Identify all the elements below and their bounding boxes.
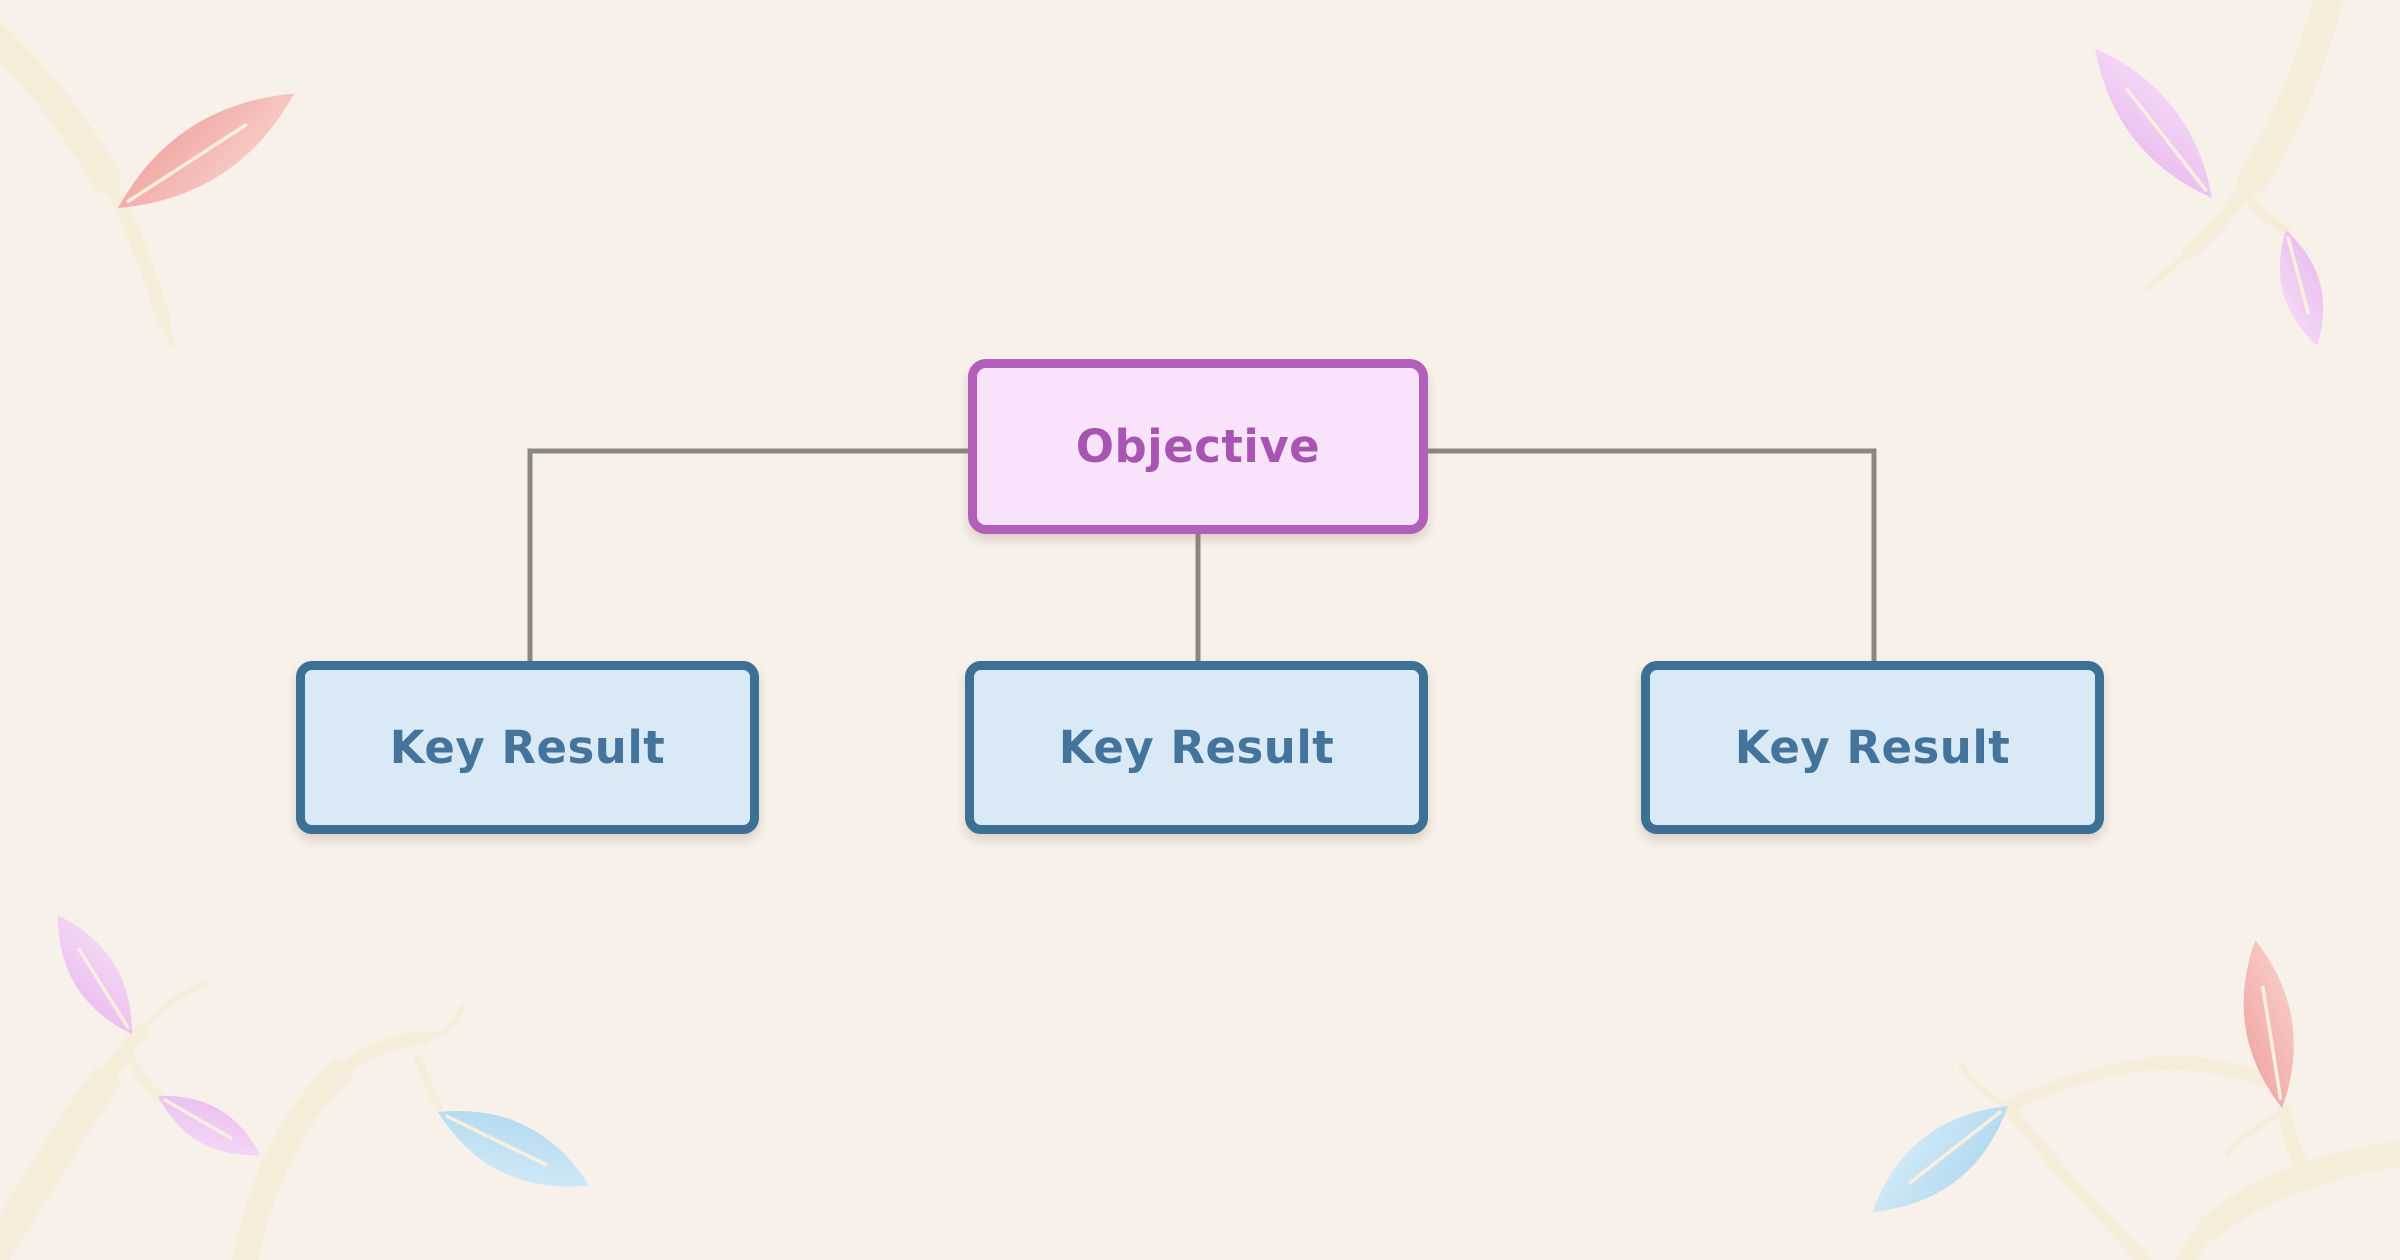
branch-bottom-center-icon <box>231 1005 465 1260</box>
key-result-node-1-label: Key Result <box>389 721 666 774</box>
leaf-lilac-top-right-small-icon <box>2280 230 2324 346</box>
key-result-node-3[interactable]: Key Result <box>1641 661 2104 834</box>
objective-node-label: Objective <box>1075 420 1321 473</box>
connector-objective-to-keyresult-3 <box>1428 448 1877 661</box>
branch-bottom-right-icon <box>1959 1055 2400 1260</box>
branch-bottom-left-icon <box>0 981 209 1260</box>
leaf-lilac-bottom-left-small-icon <box>158 1095 261 1156</box>
leaf-salmon-bottom-right-icon <box>2243 940 2294 1108</box>
leaf-lilac-bottom-left-large-icon <box>57 915 133 1034</box>
key-result-node-2[interactable]: Key Result <box>965 661 1428 834</box>
key-result-node-2-label: Key Result <box>1058 721 1335 774</box>
leaf-salmon-top-left-icon <box>118 93 295 208</box>
branch-top-left-icon <box>0 20 175 347</box>
leaf-lilac-top-right-large-icon <box>2095 48 2212 198</box>
objective-node[interactable]: Objective <box>968 359 1428 534</box>
leaf-blue-bottom-center-icon <box>438 1111 589 1187</box>
key-result-node-3-label: Key Result <box>1734 721 2011 774</box>
branch-top-right-icon <box>2145 0 2345 291</box>
leaf-blue-bottom-right-icon <box>1872 1106 2008 1212</box>
key-result-node-1[interactable]: Key Result <box>296 661 759 834</box>
connector-objective-to-keyresult-1 <box>527 448 968 661</box>
